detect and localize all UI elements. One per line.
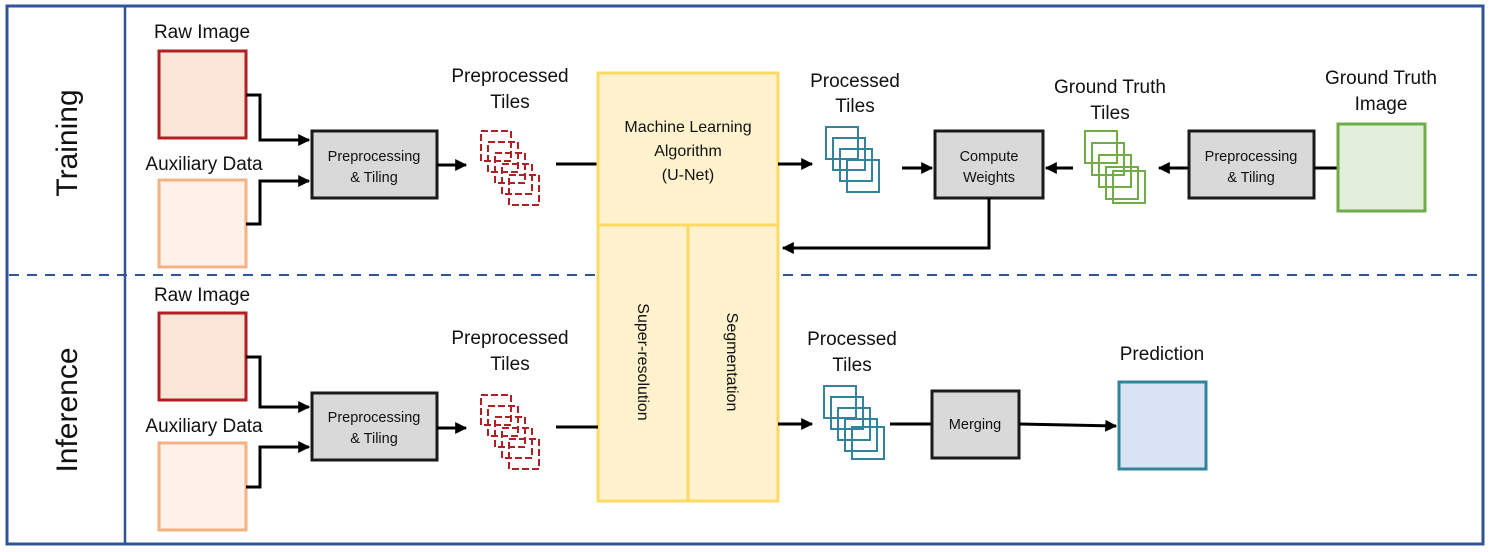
inference-auxiliary-data-label: Auxiliary Data bbox=[145, 416, 263, 437]
inference-aux-arrow bbox=[246, 441, 311, 489]
outer-frame bbox=[5, 4, 1485, 546]
segmentation-label: Segmentation bbox=[723, 313, 740, 412]
prediction-label: Prediction bbox=[1120, 344, 1205, 365]
training-aux-arrow bbox=[246, 175, 311, 226]
training-preprocessed-tiles-label-1: Preprocessed bbox=[451, 66, 568, 87]
compute-weights-label-1: Compute bbox=[960, 149, 1019, 165]
training-label: Training bbox=[51, 89, 84, 196]
training-raw-arrow bbox=[246, 93, 311, 146]
merging-to-prediction-arrow bbox=[1018, 419, 1118, 432]
gt-image-label-2: Image bbox=[1355, 94, 1408, 115]
compute-weights-box bbox=[933, 129, 1045, 200]
training-raw-image-label: Raw Image bbox=[154, 22, 250, 43]
training-auxiliary-data bbox=[157, 178, 248, 269]
training-preprocessing-label-2: & Tiling bbox=[350, 170, 398, 186]
gt-tiles-label-2: Tiles bbox=[1090, 103, 1129, 124]
inference-processed-tiles-label-1: Processed bbox=[807, 329, 897, 350]
inference-auxiliary-data bbox=[157, 441, 248, 532]
gt-image bbox=[1336, 122, 1427, 213]
inference-label: Inference bbox=[51, 347, 84, 472]
gt-preprocessing-label-1: Preprocessing bbox=[1205, 149, 1298, 165]
gt-tiles bbox=[1084, 130, 1146, 204]
training-processed-tiles-label-1: Processed bbox=[810, 71, 900, 92]
inference-preprocessing-box bbox=[310, 391, 439, 462]
training-auxiliary-data-label: Auxiliary Data bbox=[145, 154, 263, 175]
gt-preprocessing-label-2: & Tiling bbox=[1227, 170, 1275, 186]
gt-preprocessing-box bbox=[1187, 129, 1316, 200]
training-raw-image bbox=[157, 49, 248, 140]
super-resolution-label: Super-resolution bbox=[634, 303, 651, 420]
inference-processed-tiles bbox=[823, 385, 885, 460]
training-processed-tiles-label-2: Tiles bbox=[835, 96, 874, 117]
compute-weights-label-2: Weights bbox=[963, 170, 1015, 186]
training-preprocessing-label-1: Preprocessing bbox=[328, 149, 421, 165]
inference-raw-image bbox=[157, 311, 248, 402]
inference-processed-tiles-label-2: Tiles bbox=[832, 355, 871, 376]
model-label-3: (U-Net) bbox=[662, 167, 714, 184]
merging-box bbox=[930, 389, 1021, 460]
inference-preprocessed-tiles-label-2: Tiles bbox=[490, 354, 529, 375]
gt-tiles-label-1: Ground Truth bbox=[1054, 77, 1166, 98]
inference-preprocessed-tiles bbox=[480, 394, 540, 470]
prediction-image bbox=[1117, 380, 1208, 471]
merging-label: Merging bbox=[949, 417, 1001, 433]
training-processed-tiles bbox=[825, 126, 880, 193]
inference-raw-image-label: Raw Image bbox=[154, 285, 250, 306]
weights-to-model-arrow bbox=[781, 198, 991, 254]
gt-image-label-1: Ground Truth bbox=[1325, 68, 1437, 89]
training-preprocessed-tiles bbox=[480, 130, 540, 206]
training-preprocessed-tiles-label-2: Tiles bbox=[490, 92, 529, 113]
model-label-2: Algorithm bbox=[654, 143, 722, 160]
inference-preprocessing-label-2: & Tiling bbox=[350, 431, 398, 447]
model-label-1: Machine Learning bbox=[624, 119, 751, 136]
inference-raw-arrow bbox=[246, 355, 311, 413]
inference-preprocessed-tiles-label-1: Preprocessed bbox=[451, 328, 568, 349]
inference-preprocessing-label-1: Preprocessing bbox=[328, 410, 421, 426]
